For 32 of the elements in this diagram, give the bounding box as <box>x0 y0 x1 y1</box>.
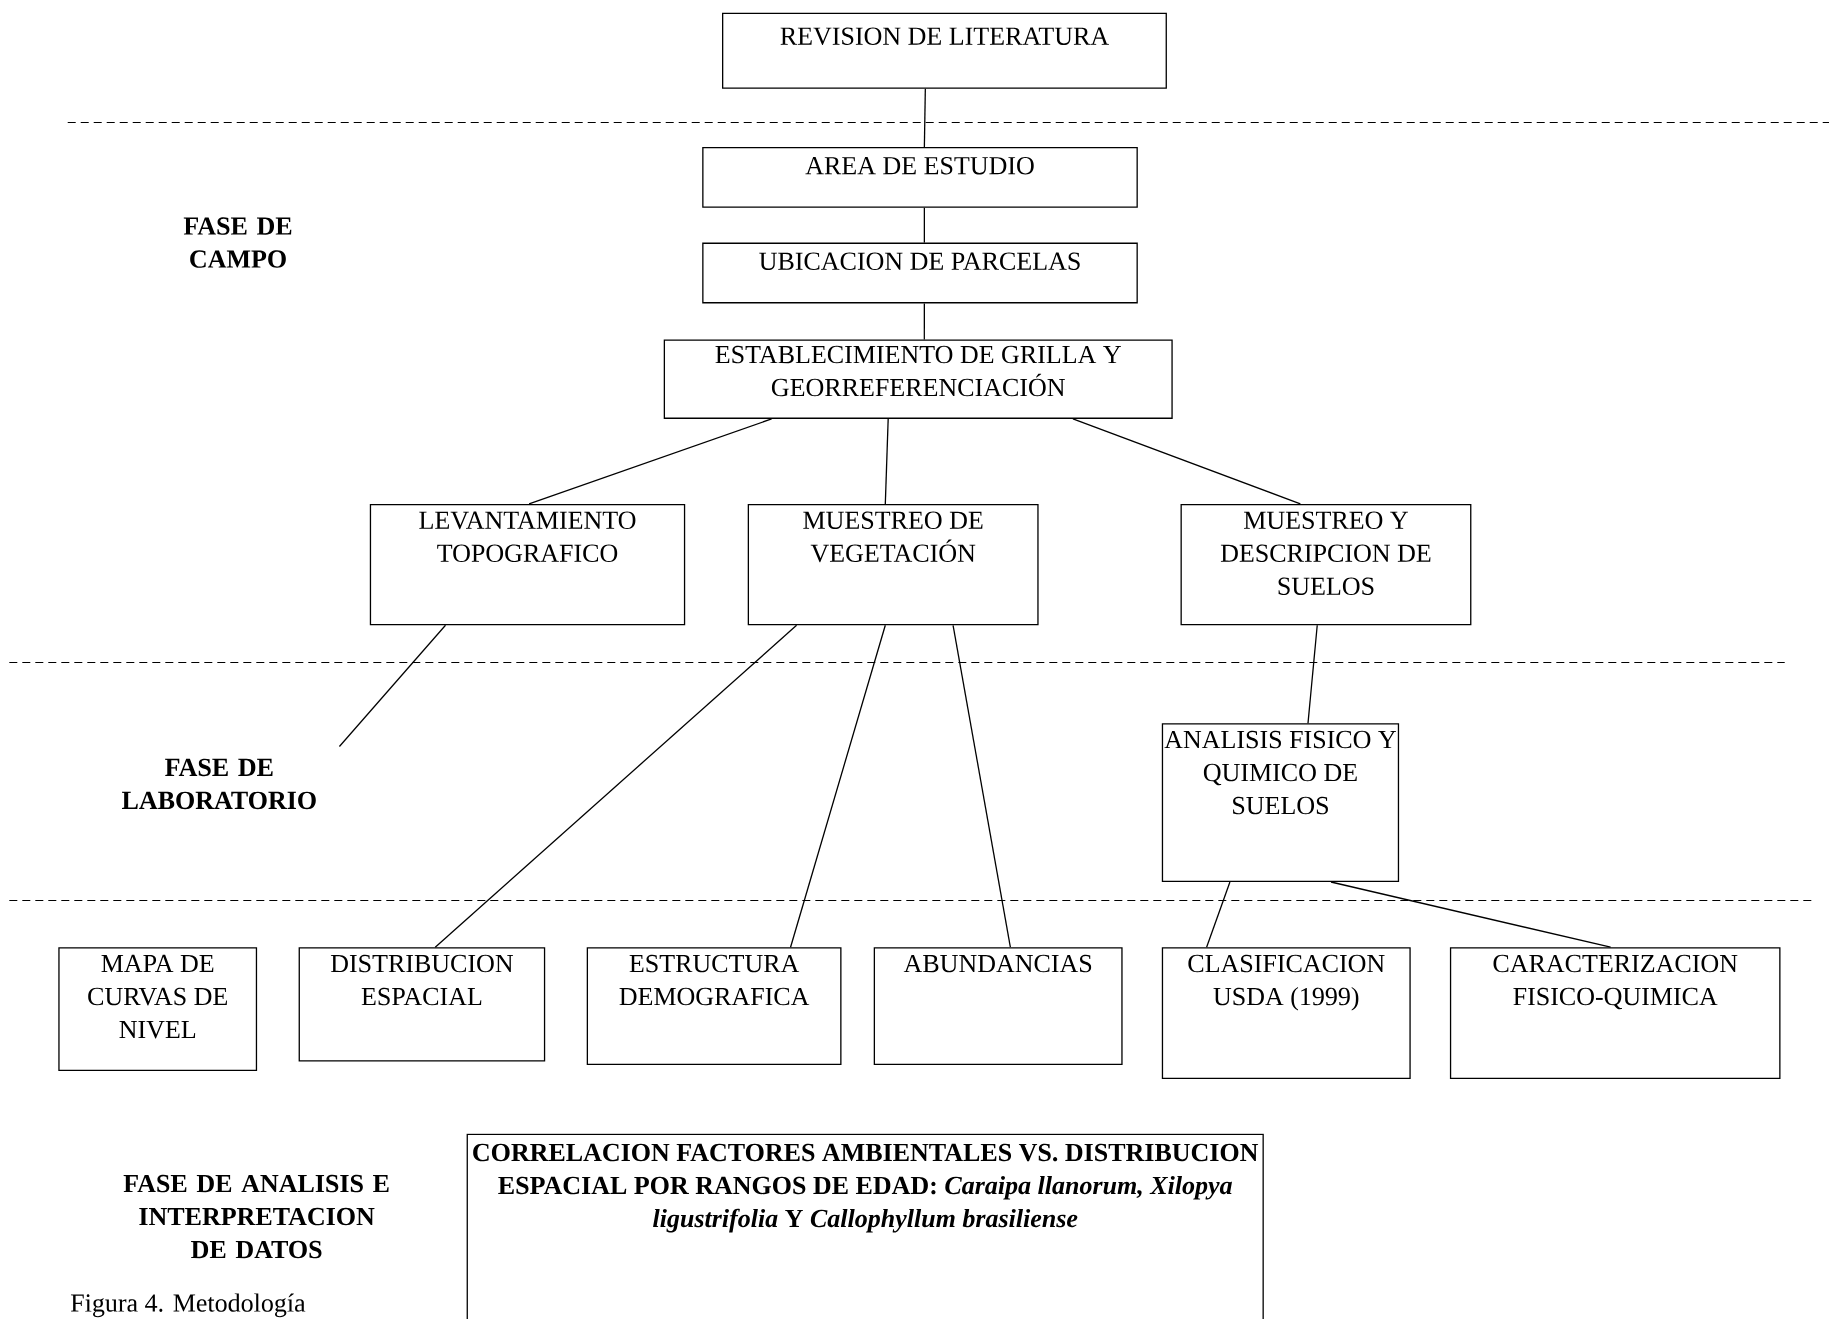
connector-line <box>884 418 889 505</box>
process-box: ANALISIS FISICO Y QUIMICO DE SUELOS <box>1161 723 1400 882</box>
connector-line <box>1330 881 1612 948</box>
process-box: MUESTREO Y DESCRIPCION DE SUELOS <box>1180 503 1472 626</box>
process-box: LEVANTAMIENTO TOPOGRAFICO <box>369 503 686 626</box>
connector-line <box>789 624 886 948</box>
connector-line <box>528 418 773 505</box>
process-box: AREA DE ESTUDIO <box>702 147 1138 208</box>
process-box: CLASIFICACION USDA (1999) <box>1161 947 1411 1080</box>
connector-line <box>1072 418 1301 505</box>
connector-line <box>1205 881 1231 948</box>
process-box: MAPA DE CURVAS DE NIVEL <box>58 947 258 1071</box>
process-box: UBICACION DE PARCELAS <box>702 242 1138 304</box>
connector-line <box>1307 624 1318 724</box>
connector-line <box>952 624 1011 948</box>
process-box: ABUNDANCIAS <box>873 947 1123 1066</box>
connector-line <box>923 207 925 244</box>
process-box: ESTRUCTURA DEMOGRAFICA <box>586 947 842 1066</box>
process-box: ESTABLECIMIENTO DE GRILLA Y GEORREFERENCIACIÓN <box>663 339 1173 419</box>
connector-line <box>338 624 447 748</box>
process-box: CARACTERIZACION FISICO-QUIMICA <box>1449 947 1781 1080</box>
process-box: DISTRIBUCION ESPACIAL <box>298 947 546 1062</box>
figure-caption: Figura 4. Metodología <box>70 1293 306 1318</box>
connector-line <box>434 624 798 948</box>
phase-label: FASE DE CAMPO <box>183 217 292 268</box>
process-box: CORRELACION FACTORES AMBIENTALES VS. DISTRIBUCION ESPACIAL POR RANGOS DE EDAD: Caraipa llanorum, Xilopya ligustrifolia Y Callophyllum brasiliense <box>466 1133 1264 1319</box>
phase-label: FASE DE LABORATORIO <box>122 758 316 810</box>
connector-line <box>923 88 926 148</box>
connector-line <box>923 302 925 341</box>
process-box: MUESTREO DE VEGETACIÓN <box>747 503 1039 626</box>
process-box: REVISION DE LITERATURA <box>722 12 1167 89</box>
phase-label: FASE DE ANALISIS E INTERPRETACION DE DATOS <box>123 1174 389 1259</box>
